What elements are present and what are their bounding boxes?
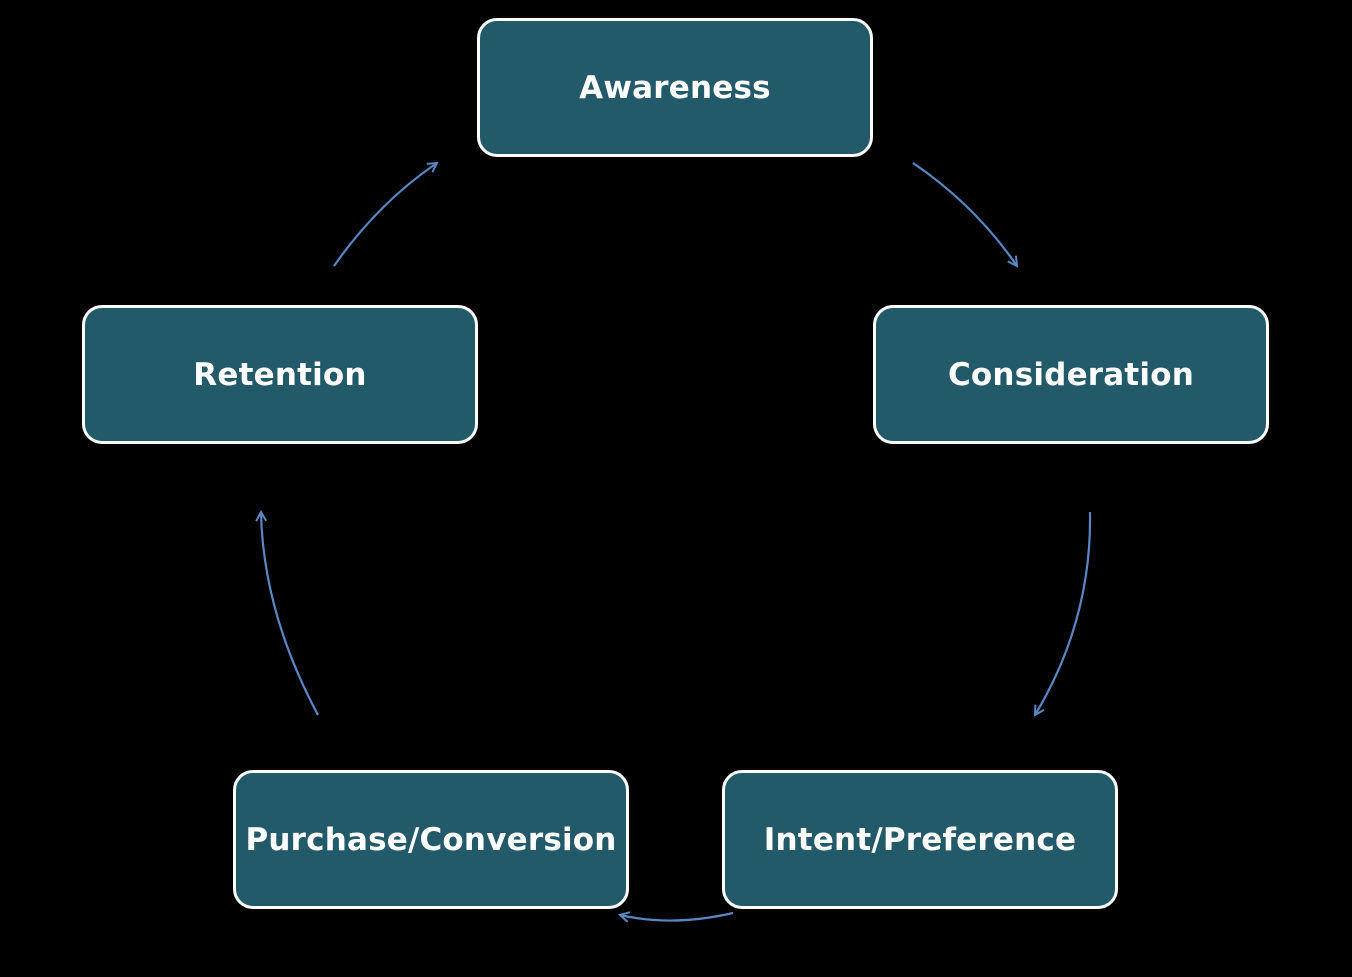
stage-intent-preference: Intent/Preference: [722, 770, 1118, 909]
stage-retention: Retention: [82, 305, 478, 444]
stage-consideration: Consideration: [873, 305, 1269, 444]
stage-purchase-conversion: Purchase/Conversion: [233, 770, 629, 909]
arrow-awareness-to-consideration: [912, 162, 1017, 266]
stage-label-consideration: Consideration: [947, 356, 1195, 393]
stage-label-purchase-conversion: Purchase/Conversion: [245, 821, 617, 858]
stage-label-intent-preference: Intent/Preference: [763, 821, 1077, 858]
stage-label-awareness: Awareness: [579, 69, 771, 106]
arrow-purchase-to-retention: [261, 512, 319, 716]
arrow-retention-to-awareness: [333, 163, 437, 267]
arrow-consideration-to-intent: [1035, 511, 1092, 715]
stage-awareness: Awareness: [477, 18, 873, 157]
stage-label-retention: Retention: [193, 356, 367, 393]
arrow-intent-to-purchase: [620, 913, 734, 921]
